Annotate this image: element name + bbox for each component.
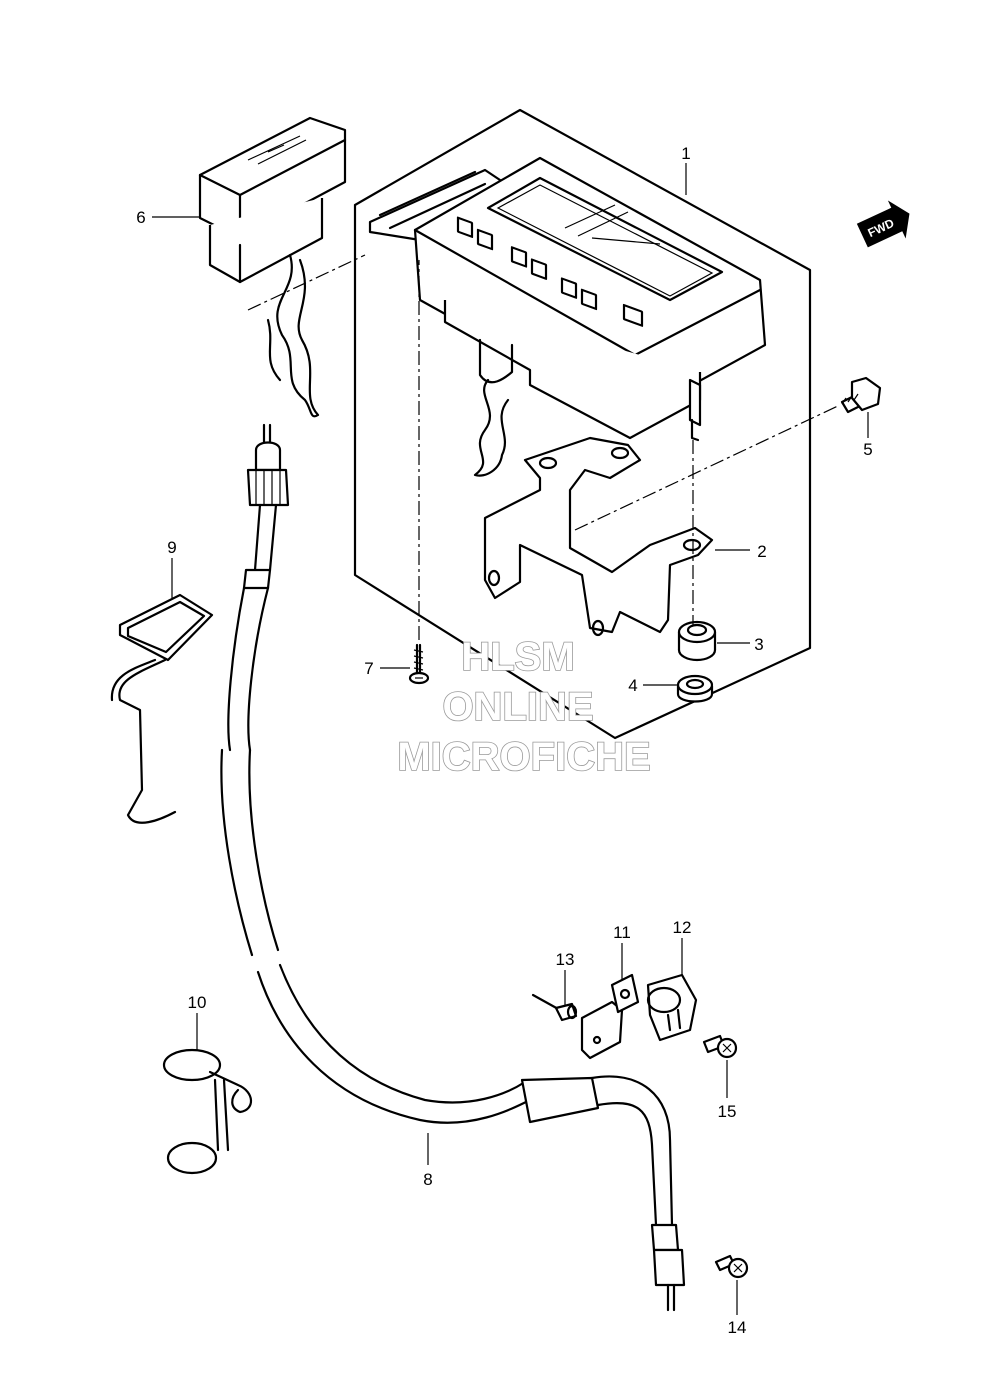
watermark-line-1: HLSM	[461, 635, 574, 679]
alignment-lines	[247, 254, 841, 640]
callout-8: 8	[423, 1170, 432, 1189]
part-6-connector-cover	[198, 116, 347, 418]
callout-9: 9	[167, 538, 176, 557]
callout-15: 15	[718, 1102, 737, 1121]
callout-3: 3	[754, 635, 763, 654]
part-1-meter-assembly	[368, 156, 767, 477]
assembly-box-outline	[353, 108, 812, 740]
meter-buttons	[456, 216, 644, 327]
part-13-rivet	[531, 993, 578, 1022]
part-7-screw	[408, 643, 430, 685]
callout-7: 7	[364, 659, 373, 678]
part-8-speedometer-cable	[220, 423, 686, 1312]
part-14-screw	[714, 1254, 749, 1279]
part-11-plate	[580, 973, 640, 1060]
callout-14: 14	[728, 1318, 747, 1337]
callout-2: 2	[757, 542, 766, 561]
callout-10: 10	[188, 993, 207, 1012]
part-10-wire-clip	[162, 1048, 253, 1175]
callout-6: 6	[136, 208, 145, 227]
part-3-grommet	[677, 620, 717, 662]
watermark-line-2: ONLINE	[442, 685, 593, 729]
callout-11: 11	[613, 923, 631, 942]
callout-4: 4	[628, 676, 637, 695]
part-9-wire-clip	[110, 593, 214, 824]
watermark-line-3: MICROFICHE	[397, 735, 650, 779]
part-5-bolt	[840, 376, 882, 414]
part-4-collar	[676, 674, 714, 703]
part-15-screw	[702, 1034, 738, 1059]
part-2-bracket	[483, 436, 714, 637]
part-12-clamp	[646, 973, 698, 1042]
callout-13: 13	[556, 950, 575, 969]
fwd-direction-badge: FWD	[856, 200, 910, 248]
callout-labels: 1 2 3 4 5 6 7 8 9 10 11 12 13 14 15	[136, 144, 872, 1337]
callout-12: 12	[673, 918, 692, 937]
callout-1: 1	[681, 144, 690, 163]
callout-5: 5	[863, 440, 872, 459]
watermark: HLSM ONLINE MICROFICHE	[397, 634, 652, 780]
callout-leaders	[152, 163, 869, 1315]
